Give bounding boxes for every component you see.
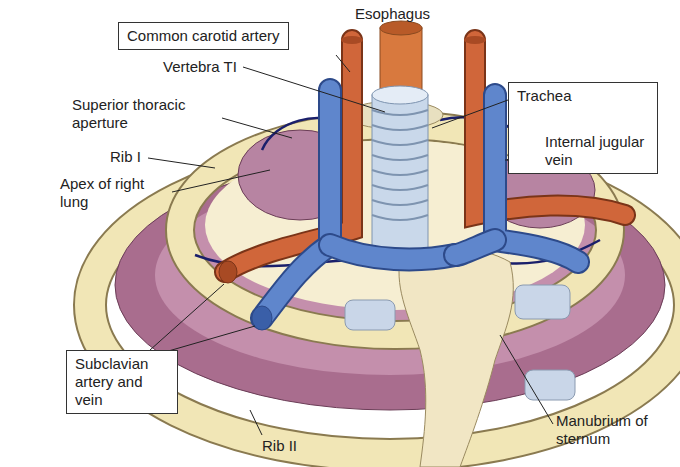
structure-label: Rib I — [110, 148, 141, 166]
callout-box: TracheaInternal jugular vein — [508, 82, 658, 174]
structure-label: Superior thoracic aperture — [72, 96, 222, 132]
structure-label: Manubrium of sternum — [556, 412, 671, 448]
label-text: Common carotid artery — [127, 27, 280, 45]
structure-label: Rib II — [262, 437, 297, 455]
callout-box: Common carotid artery — [118, 22, 289, 50]
label-text: Trachea — [517, 87, 649, 105]
label-text: Subclavian artery and vein — [75, 355, 169, 409]
callout-box: Subclavian artery and vein — [66, 350, 178, 414]
structure-label: Apex of right lung — [60, 175, 175, 211]
structure-label: Esophagus — [355, 5, 430, 23]
structure-label: Vertebra TI — [163, 58, 237, 76]
label-text: Internal jugular vein — [545, 133, 649, 169]
